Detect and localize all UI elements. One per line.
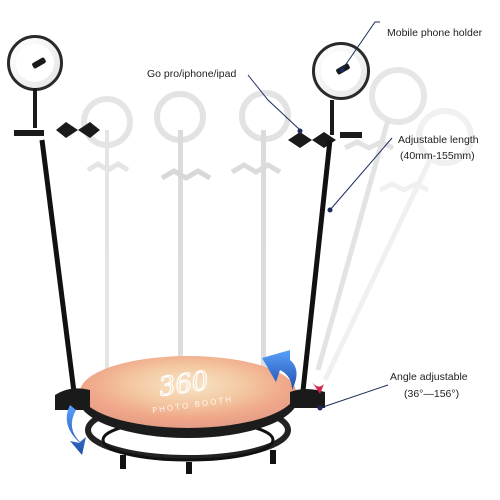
label-angle-adjustable: Angle adjustable: [390, 371, 468, 383]
label-angle-range: (36°—156°): [404, 388, 460, 400]
label-gopro-iphone-ipad: Go pro/iphone/ipad: [147, 68, 237, 80]
callout-lines: [247, 21, 393, 411]
ghost-stand-left: [81, 96, 133, 380]
callout-line-phone: [341, 21, 380, 71]
ghost-stand-tilted-1: [315, 67, 427, 371]
ghost-stand-tilted-2: [322, 108, 474, 382]
ghost-stand-mid: [154, 91, 212, 380]
rotating-platform: 360 PHOTO BOOTH: [78, 356, 298, 474]
callout-line-length: [329, 137, 393, 211]
main-stand-left: [7, 35, 100, 410]
callout-line-gopro: [247, 74, 301, 131]
rotation-arrow-left: [66, 405, 86, 455]
angle-arrow-red: [312, 382, 324, 394]
ghost-stand-right: [230, 90, 291, 380]
rotation-arrow-right: [262, 350, 297, 390]
main-stand-right: [288, 42, 370, 408]
label-mobile-phone-holder: Mobile phone holder: [387, 27, 483, 39]
label-adjustable-length: Adjustable length: [398, 134, 479, 146]
callout-line-angle: [319, 384, 389, 409]
label-length-range: (40mm-155mm): [400, 150, 475, 162]
